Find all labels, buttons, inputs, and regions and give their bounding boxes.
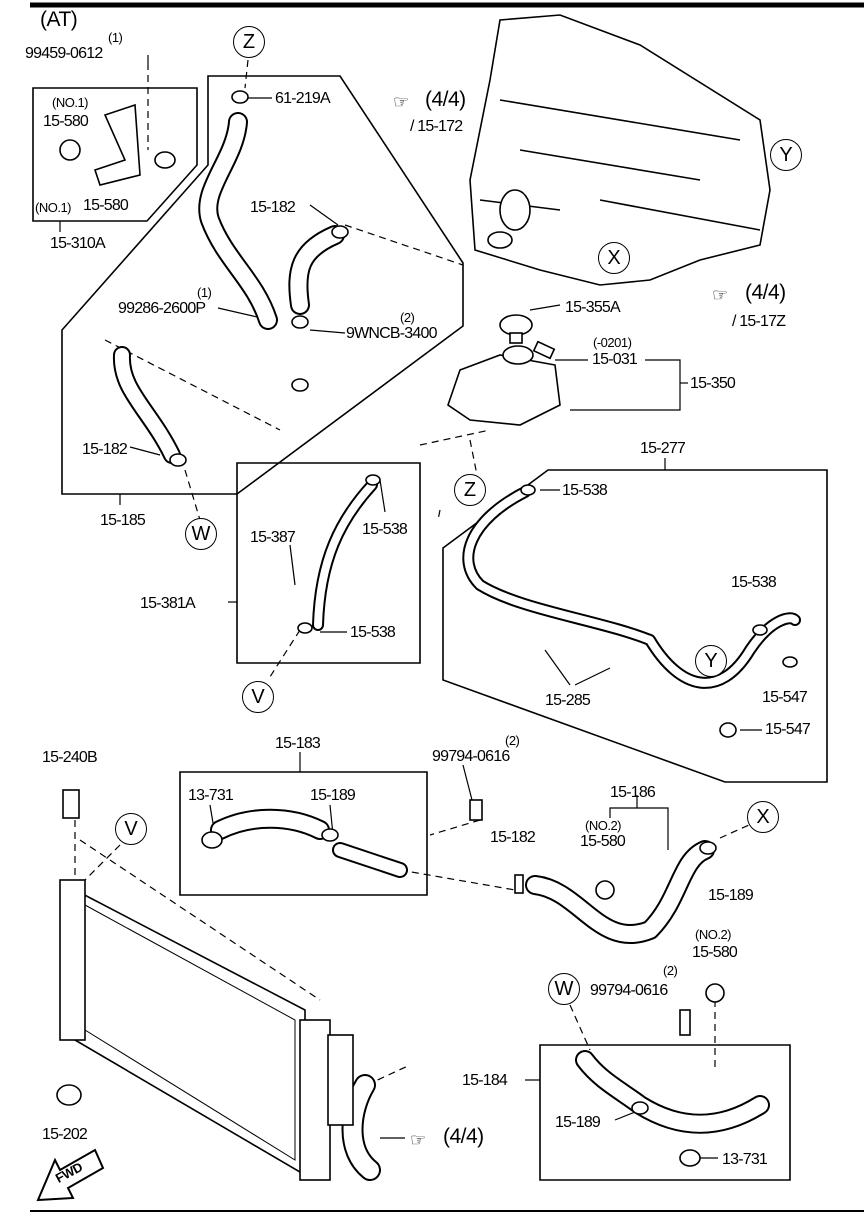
- part-15-538[interactable]: 15-538: [350, 624, 396, 641]
- connector-y: Y: [770, 139, 802, 171]
- section-label: (AT): [40, 8, 78, 31]
- qty: (1): [197, 285, 212, 300]
- part-15-350[interactable]: 15-350: [690, 375, 736, 392]
- note: (NO.2): [585, 818, 622, 833]
- box-15-184: [539, 1044, 791, 1181]
- connector-x: X: [747, 801, 779, 833]
- connector-y: Y: [695, 645, 727, 677]
- part-15-185[interactable]: 15-185: [100, 512, 146, 529]
- radiator: [59, 879, 354, 1181]
- part-13-731[interactable]: 13-731: [722, 1151, 768, 1168]
- engine-assembly: [469, 14, 771, 286]
- part-61-219A[interactable]: 61-219A: [275, 90, 331, 107]
- part-15-189[interactable]: 15-189: [708, 887, 754, 904]
- connector-w: W: [548, 973, 580, 1005]
- box-15-277: [442, 469, 828, 783]
- box-15-183: [179, 771, 428, 896]
- part-15-182[interactable]: 15-182: [490, 829, 536, 846]
- part-15-538[interactable]: 15-538: [562, 482, 608, 499]
- box-15-381A: [236, 462, 421, 664]
- part-9WNCB-3400[interactable]: 9WNCB-3400: [346, 325, 438, 342]
- part-99286-2600P[interactable]: 99286-2600P: [118, 300, 206, 317]
- part-15-580[interactable]: 15-580: [83, 197, 129, 214]
- reference-sub[interactable]: / 15-17Z: [732, 313, 786, 330]
- part-15-538[interactable]: 15-538: [731, 574, 777, 591]
- reference-link[interactable]: (4/4): [443, 1125, 484, 1148]
- part-15-538[interactable]: 15-538: [362, 521, 408, 538]
- part-15-184[interactable]: 15-184: [462, 1072, 508, 1089]
- clamps: [56, 90, 798, 1167]
- box-15-310A: [32, 87, 198, 222]
- reference-sub[interactable]: / 15-172: [410, 118, 463, 135]
- qty: (1): [108, 30, 123, 45]
- connector-w: W: [185, 518, 217, 550]
- pointing-hand-icon: ☞: [712, 285, 729, 305]
- connector-v: V: [242, 681, 274, 713]
- leader-lines: [59, 55, 762, 1159]
- part-15-277[interactable]: 15-277: [640, 440, 686, 457]
- fwd-arrow-icon: [36, 1148, 105, 1202]
- note: (-0201): [593, 335, 632, 350]
- connector-z: Z: [233, 26, 265, 58]
- pointing-hand-icon: ☞: [410, 1130, 427, 1150]
- part-15-381A[interactable]: 15-381A: [140, 595, 196, 612]
- part-15-580[interactable]: 15-580: [580, 833, 626, 850]
- part-15-547[interactable]: 15-547: [762, 689, 808, 706]
- part-15-202[interactable]: 15-202: [42, 1126, 88, 1143]
- coolant-reservoir: [447, 340, 561, 426]
- part-15-182[interactable]: 15-182: [250, 199, 296, 216]
- part-15-031[interactable]: 15-031: [592, 351, 638, 368]
- part-15-355A[interactable]: 15-355A: [565, 299, 621, 316]
- reference-link[interactable]: (4/4): [745, 281, 786, 304]
- qty: (2): [505, 733, 520, 748]
- part-15-183[interactable]: 15-183: [275, 735, 321, 752]
- part-15-189[interactable]: 15-189: [310, 787, 356, 804]
- part-99794-0616[interactable]: 99794-0616: [432, 748, 510, 765]
- part-15-285[interactable]: 15-285: [545, 692, 591, 709]
- qty: (2): [400, 310, 415, 325]
- note: (NO.1): [52, 95, 89, 110]
- hoses: [112, 112, 801, 1181]
- part-15-580[interactable]: 15-580: [43, 113, 89, 130]
- part-13-731[interactable]: 13-731: [188, 787, 234, 804]
- connector-x: X: [598, 242, 630, 274]
- part-99459-0612[interactable]: 99459-0612: [25, 45, 103, 62]
- note: (NO.2): [695, 927, 732, 942]
- pointing-hand-icon: ☞: [393, 92, 410, 112]
- part-15-189[interactable]: 15-189: [555, 1114, 601, 1131]
- part-15-547[interactable]: 15-547: [765, 721, 811, 738]
- connector-z: Z: [454, 474, 486, 506]
- part-15-580[interactable]: 15-580: [692, 944, 738, 961]
- part-15-310A[interactable]: 15-310A: [50, 235, 106, 252]
- part-15-240B[interactable]: 15-240B: [42, 749, 98, 766]
- note: (NO.1): [35, 200, 72, 215]
- connector-v: V: [115, 813, 147, 845]
- bracket-15-310A: [93, 103, 141, 186]
- qty: (2): [663, 963, 678, 978]
- part-15-182[interactable]: 15-182: [82, 441, 128, 458]
- part-15-186[interactable]: 15-186: [610, 784, 656, 801]
- part-15-387[interactable]: 15-387: [250, 529, 296, 546]
- part-99794-0616[interactable]: 99794-0616: [590, 982, 668, 999]
- reference-link[interactable]: (4/4): [425, 88, 466, 111]
